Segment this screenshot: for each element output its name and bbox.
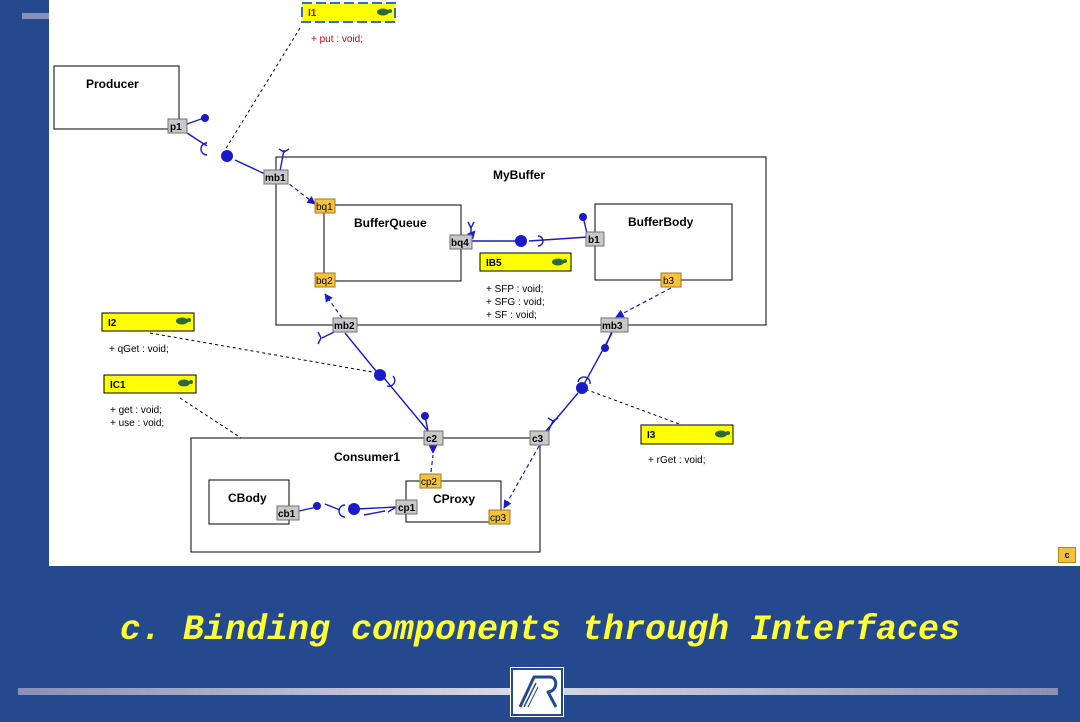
port-cp1[interactable]: cp1 xyxy=(395,499,418,515)
port-mb1[interactable]: mb1 xyxy=(263,169,289,185)
bufferbody-title: BufferBody xyxy=(628,215,694,229)
port-bq2[interactable]: bq2 xyxy=(314,272,336,288)
institution-logo xyxy=(510,667,564,717)
interface-ic1-op-use: + use : void; xyxy=(110,418,164,429)
port-c3[interactable]: c3 xyxy=(529,430,550,446)
bufferqueue-component[interactable]: BufferQueue xyxy=(323,204,462,282)
port-bq1-label: bq1 xyxy=(316,202,333,213)
port-bq1[interactable]: bq1 xyxy=(314,198,336,214)
port-c2-label: c2 xyxy=(426,434,438,445)
port-b3-label: b3 xyxy=(663,276,675,287)
port-p1[interactable]: p1 xyxy=(167,118,188,134)
cbody-title: CBody xyxy=(228,491,267,505)
interface-i1-op: + put : void; xyxy=(311,34,363,45)
slide-caption: c. Binding components through Interfaces xyxy=(119,610,961,650)
port-cb1-label: cb1 xyxy=(278,509,296,520)
interface-ib5-op-sf: + SF : void; xyxy=(486,310,537,321)
port-mb3-label: mb3 xyxy=(602,321,623,332)
port-b3[interactable]: b3 xyxy=(660,272,682,288)
port-cb1[interactable]: cb1 xyxy=(276,505,300,521)
port-c2[interactable]: c2 xyxy=(423,430,444,446)
interface-i2-name: I2 xyxy=(108,318,117,329)
tortoise-icon xyxy=(176,317,191,325)
cproxy-component[interactable]: CProxy xyxy=(405,480,502,523)
port-bq2-label: bq2 xyxy=(316,276,333,287)
port-b1-label: b1 xyxy=(588,235,600,246)
tortoise-icon xyxy=(715,430,730,438)
mybuffer-title: MyBuffer xyxy=(493,168,545,182)
port-bq4-label: bq4 xyxy=(451,238,469,249)
port-mb2[interactable]: mb2 xyxy=(332,317,358,333)
interface-i3-op: + rGet : void; xyxy=(648,455,706,466)
port-b1[interactable]: b1 xyxy=(585,231,605,247)
interface-ib5-op-sfp: + SFP : void; xyxy=(486,284,543,295)
interface-i1[interactable]: I1 + put : void; xyxy=(301,2,396,45)
port-c3-label: c3 xyxy=(532,434,544,445)
port-cp2-label: cp2 xyxy=(421,477,438,488)
bufferqueue-title: BufferQueue xyxy=(354,216,427,230)
port-cp1-label: cp1 xyxy=(398,503,416,514)
consumer1-title: Consumer1 xyxy=(334,450,400,464)
interface-i2[interactable]: I2 + qGet : void; xyxy=(101,312,195,355)
interface-ib5-op-sfg: + SFG : void; xyxy=(486,297,545,308)
port-bq4[interactable]: bq4 xyxy=(449,234,473,250)
interface-ic1-op-get: + get : void; xyxy=(110,405,162,416)
link-i1 xyxy=(224,27,301,151)
port-cp3-label: cp3 xyxy=(490,513,507,524)
port-mb3[interactable]: mb3 xyxy=(600,317,629,333)
ports: p1 mb1 bq1 bq2 bq4 b1 xyxy=(167,118,682,525)
bufferbody-component[interactable]: BufferBody xyxy=(594,203,733,281)
producer-title: Producer xyxy=(86,77,139,91)
interface-i1-name: I1 xyxy=(308,8,317,19)
top-decoration-bar xyxy=(22,13,49,19)
interface-ib5-name: IB5 xyxy=(486,258,502,269)
interface-i2-op: + qGet : void; xyxy=(109,344,169,355)
corner-button[interactable]: c xyxy=(1058,547,1076,563)
interface-i3[interactable]: I3 + rGet : void; xyxy=(640,424,734,466)
connector-balls xyxy=(201,114,609,515)
port-cp2[interactable]: cp2 xyxy=(419,473,442,489)
port-mb1-label: mb1 xyxy=(265,173,286,184)
interface-ic1-name: IC1 xyxy=(110,380,126,391)
link-i2 xyxy=(149,332,379,374)
interface-ic1[interactable]: IC1 + get : void; + use : void; xyxy=(103,374,197,429)
port-cp3[interactable]: cp3 xyxy=(488,509,511,525)
tortoise-icon xyxy=(178,379,193,387)
interface-i3-name: I3 xyxy=(647,430,656,441)
producer-component[interactable]: Producer xyxy=(53,65,180,130)
cproxy-title: CProxy xyxy=(433,492,475,506)
link-i3 xyxy=(581,387,691,429)
tortoise-icon xyxy=(552,258,567,266)
port-p1-label: p1 xyxy=(170,122,182,133)
port-mb2-label: mb2 xyxy=(334,321,355,332)
logo-icon xyxy=(511,668,563,716)
cbody-component[interactable]: CBody xyxy=(208,479,290,525)
component-diagram: Producer MyBuffer BufferQueue BufferBody… xyxy=(53,2,767,553)
tortoise-icon xyxy=(377,8,392,16)
interface-ib5[interactable]: IB5 + SFP : void; + SFG : void; + SF : v… xyxy=(479,252,572,321)
